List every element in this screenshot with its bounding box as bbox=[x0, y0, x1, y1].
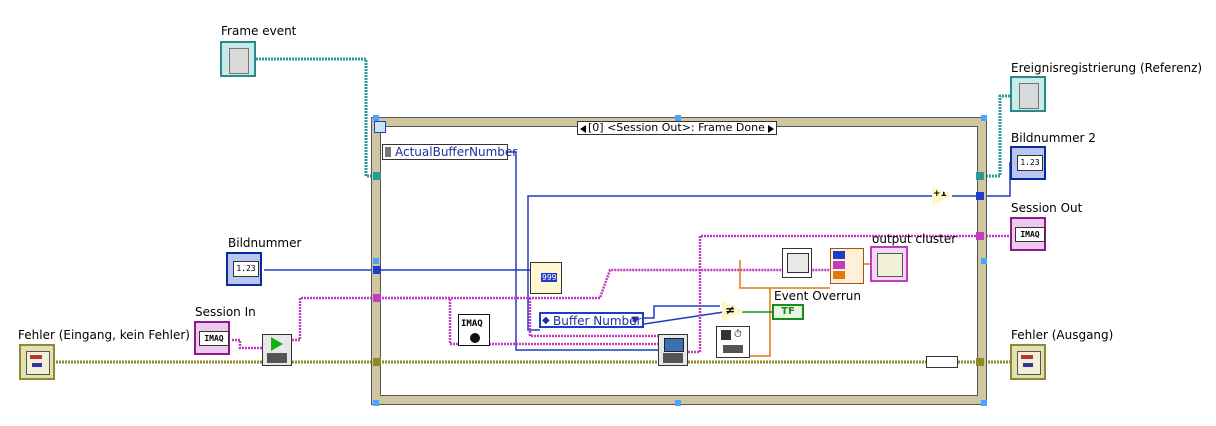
selection-handle[interactable] bbox=[373, 400, 379, 406]
timer-icon: ⏱ bbox=[734, 329, 742, 340]
fehler-in-label: Fehler (Eingang, kein Fehler) bbox=[18, 328, 190, 342]
imaq-display: IMAQ bbox=[1015, 227, 1045, 242]
camera-icon bbox=[723, 345, 743, 353]
frame-event-label: Frame event bbox=[221, 24, 297, 38]
imaq-start-node[interactable] bbox=[262, 334, 292, 366]
error-code-icon bbox=[1023, 363, 1033, 367]
stop-icon bbox=[721, 330, 731, 340]
buffer-number-arrow-icon: ◆ bbox=[542, 315, 550, 326]
fehler-out-label: Fehler (Ausgang) bbox=[1011, 328, 1114, 342]
numeric-tunnel-right[interactable] bbox=[976, 192, 984, 200]
timestamp-node[interactable] bbox=[782, 248, 812, 278]
numeric-display: 1.23 bbox=[1017, 155, 1043, 171]
error-status-icon bbox=[1021, 355, 1033, 359]
node-connector-icon bbox=[385, 147, 391, 157]
calculator-icon bbox=[787, 253, 809, 273]
selection-handle[interactable] bbox=[675, 115, 681, 121]
imaq-get-image-node[interactable] bbox=[658, 334, 688, 366]
selector-decrement-icon[interactable] bbox=[580, 125, 586, 133]
bundle-element-icon bbox=[833, 271, 845, 279]
case-selector[interactable]: [0] <Session Out>: Frame Done bbox=[577, 121, 777, 135]
error-status-icon bbox=[30, 355, 42, 359]
frame-event-terminal[interactable] bbox=[220, 41, 256, 77]
not-equal-symbol: ≠ bbox=[725, 303, 736, 317]
camera-icon bbox=[267, 353, 287, 363]
imaq-constant[interactable]: IMAQ bbox=[458, 314, 490, 346]
play-icon bbox=[271, 337, 283, 351]
bool-indicator-text: TF bbox=[781, 306, 795, 317]
session-out-label: Session Out bbox=[1011, 201, 1083, 215]
event-overrun-indicator[interactable]: TF bbox=[772, 304, 804, 320]
session-tunnel-left[interactable] bbox=[373, 294, 381, 302]
increment-symbol: +1 bbox=[933, 189, 947, 199]
selector-increment-icon[interactable] bbox=[768, 125, 774, 133]
bundle-node[interactable] bbox=[830, 248, 864, 284]
buffer-number-node[interactable]: ◆ Buffer Number ▼ bbox=[539, 312, 644, 328]
output-cluster-label: output cluster bbox=[872, 232, 957, 246]
event-ref-tunnel-left[interactable] bbox=[373, 172, 381, 180]
actual-buffer-number-label: ActualBufferNumber bbox=[395, 145, 518, 159]
buffer-number-label: Buffer Number bbox=[553, 314, 642, 328]
error-code-icon bbox=[32, 363, 42, 367]
event-ref-wire[interactable] bbox=[256, 57, 1010, 178]
error-tunnel-right[interactable] bbox=[976, 358, 984, 366]
selection-handle[interactable] bbox=[373, 258, 379, 264]
imaq-session-wire[interactable] bbox=[232, 234, 1010, 354]
fehler-in-terminal[interactable] bbox=[19, 344, 55, 380]
selection-handle[interactable] bbox=[981, 115, 987, 121]
imaq-sub-icon bbox=[470, 333, 480, 343]
fehler-out-terminal[interactable] bbox=[1010, 344, 1046, 380]
bildnummer2-label: Bildnummer 2 bbox=[1011, 131, 1096, 145]
case-selector-label: [0] <Session Out>: Frame Done bbox=[588, 121, 765, 134]
output-cluster-indicator[interactable] bbox=[870, 246, 908, 282]
actual-buffer-number-node[interactable]: ActualBufferNumber bbox=[382, 144, 517, 160]
bildnummer2-terminal[interactable]: 1.23 bbox=[1010, 146, 1046, 180]
session-tunnel-right[interactable] bbox=[976, 232, 984, 240]
imaq-display: IMAQ bbox=[199, 331, 229, 346]
session-out-terminal[interactable]: IMAQ bbox=[1010, 217, 1046, 251]
error-tunnel-left[interactable] bbox=[373, 358, 381, 366]
merge-errors-node[interactable] bbox=[926, 356, 958, 368]
session-in-terminal[interactable]: IMAQ bbox=[194, 321, 230, 355]
ereignis-label: Ereignisregistrierung (Referenz) bbox=[1011, 61, 1203, 75]
imaq-status-node[interactable]: ⏱ bbox=[716, 326, 750, 358]
bundle-element-icon bbox=[833, 251, 845, 259]
event-overrun-label: Event Overrun bbox=[774, 289, 861, 303]
event-ref-tunnel-right[interactable] bbox=[976, 172, 984, 180]
bundle-element-icon bbox=[833, 261, 845, 269]
selection-handle[interactable] bbox=[373, 115, 379, 121]
numeric-tunnel-left[interactable] bbox=[373, 266, 381, 274]
session-in-label: Session In bbox=[195, 305, 256, 319]
image-icon bbox=[664, 338, 684, 352]
numeric-constant: 999 bbox=[541, 273, 558, 282]
numeric-display: 1.23 bbox=[233, 261, 259, 277]
event-structure-icon[interactable] bbox=[374, 121, 386, 133]
selection-handle[interactable] bbox=[675, 400, 681, 406]
dropdown-icon[interactable]: ▼ bbox=[631, 315, 639, 326]
imaq-constant-label: IMAQ bbox=[461, 319, 483, 329]
event-ref-icon bbox=[1019, 83, 1039, 109]
event-ref-icon bbox=[229, 48, 249, 74]
ereignis-terminal[interactable] bbox=[1010, 76, 1046, 112]
selection-handle[interactable] bbox=[981, 400, 987, 406]
bildnummer-terminal[interactable]: 1.23 bbox=[226, 252, 262, 286]
bildnummer-label: Bildnummer bbox=[228, 236, 302, 250]
cluster-icon bbox=[877, 253, 903, 277]
index-array-node[interactable]: 999 bbox=[530, 262, 562, 294]
selection-handle[interactable] bbox=[981, 258, 987, 264]
camera-icon bbox=[663, 353, 683, 363]
